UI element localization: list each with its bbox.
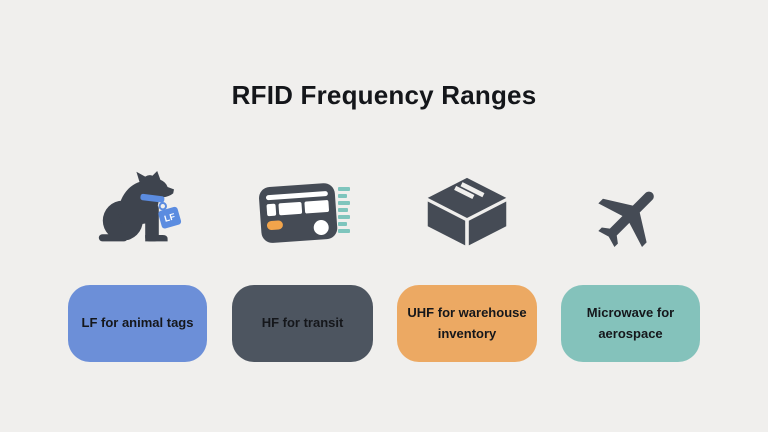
card-chip	[266, 220, 283, 230]
card-lf-animal-tags: LF for animal tags	[68, 285, 207, 362]
dog-with-tag-icon: LF	[98, 171, 182, 242]
page-title: RFID Frequency Ranges	[231, 80, 537, 110]
card-label: LF for animal tags	[81, 315, 194, 331]
card-label: HF for transit	[261, 315, 344, 331]
card-label: Microwave for aerospace	[586, 304, 675, 341]
dog-tag-label: LF	[163, 211, 177, 224]
dog-collar	[140, 193, 165, 203]
signal-dashes-icon	[338, 187, 350, 233]
card-microwave-aerospace: Microwave for aerospace	[561, 285, 700, 362]
package-box-icon	[427, 177, 507, 246]
dog-tag	[158, 206, 182, 229]
card-uhf-warehouse: UHF for warehouse inventory	[397, 285, 537, 362]
tag-ring	[158, 201, 167, 211]
airplane-icon	[598, 191, 654, 248]
transit-card-icon	[259, 183, 350, 243]
card-hf-transit: HF for transit	[232, 285, 373, 362]
card-label: UHF for warehouse inventory	[407, 304, 527, 341]
